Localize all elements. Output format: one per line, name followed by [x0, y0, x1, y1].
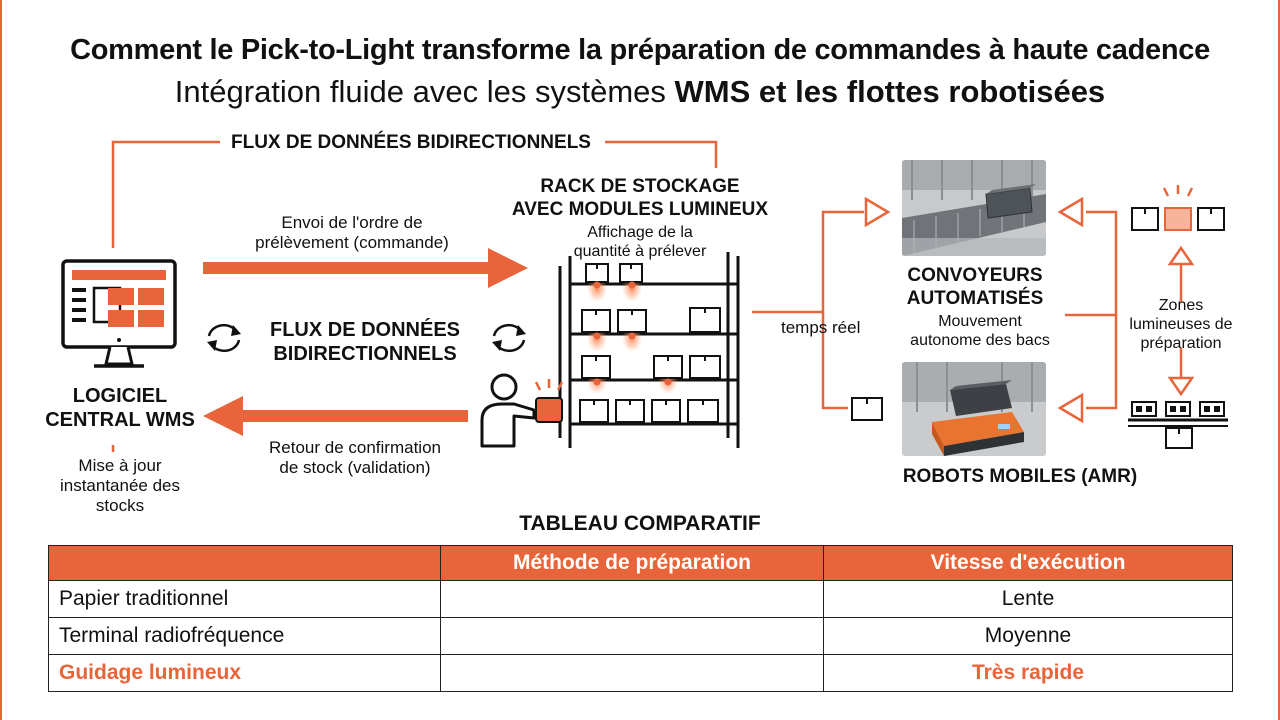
amr-photo	[902, 362, 1046, 456]
top-flow-line-left	[111, 140, 220, 248]
comparison-table: Méthode de préparation Vitesse d'exécuti…	[48, 545, 1233, 692]
conveyor-photo	[902, 160, 1046, 256]
arrow-from-zone-to-amr	[1057, 392, 1084, 424]
light-module-icon	[1128, 401, 1228, 449]
zone-link-conveyor	[1065, 210, 1118, 317]
table-header-row: Méthode de préparation Vitesse d'exécuti…	[48, 545, 1233, 581]
header-cell: Méthode de préparation	[440, 545, 824, 581]
table-cell	[440, 580, 824, 618]
light-module-icon	[1131, 185, 1225, 231]
table-cell: Moyenne	[823, 617, 1233, 655]
table-row-highlight: Guidage lumineux Très rapide	[48, 654, 1233, 692]
table-cell: Guidage lumineux	[48, 654, 441, 692]
amr-label: ROBOTS MOBILES (AMR)	[902, 466, 1138, 487]
zone-link-amr	[1086, 315, 1118, 410]
operator-icon	[480, 373, 564, 448]
conveyor-link-line	[752, 210, 864, 314]
arrow-to-conveyor	[864, 196, 891, 228]
table-cell: Lente	[823, 580, 1233, 618]
arrow-from-zone-to-conveyor	[1057, 196, 1084, 228]
send-order-arrow	[203, 248, 528, 288]
sync-icon	[492, 323, 526, 353]
header-cell	[48, 545, 441, 581]
table-cell: Papier traditionnel	[48, 580, 441, 618]
realtime-label: temps réel	[781, 318, 861, 337]
right-border	[1278, 0, 1280, 720]
zone-down-arrow	[1167, 376, 1195, 397]
table-cell: Très rapide	[823, 654, 1233, 692]
top-flow-line-right	[605, 140, 718, 168]
page-subtitle: Intégration fluide avec les systèmes WMS…	[0, 74, 1280, 110]
box-icon	[851, 397, 883, 421]
subtitle-part-1: Intégration fluide avec les systèmes	[174, 74, 666, 109]
monitor-icon	[61, 259, 177, 368]
table-title: TABLEAU COMPARATIF	[519, 512, 761, 535]
table-cell: Terminal radiofréquence	[48, 617, 441, 655]
sync-icon	[207, 323, 241, 353]
subtitle-part-3: et les flottes robotisées	[758, 74, 1106, 109]
left-border	[0, 0, 2, 720]
page-title: Comment le Pick-to-Light transforme la p…	[70, 34, 1210, 66]
header-cell: Vitesse d'exécution	[823, 545, 1233, 581]
shelf-icon	[558, 252, 740, 448]
table-cell	[440, 654, 824, 692]
table-row: Terminal radiofréquence Moyenne	[48, 617, 1233, 655]
return-arrow	[203, 396, 468, 436]
zone-up-arrow	[1167, 245, 1195, 266]
table-cell	[440, 617, 824, 655]
subtitle-part-2: WMS	[674, 74, 751, 109]
amr-link-line	[821, 312, 848, 410]
table-row: Papier traditionnel Lente	[48, 580, 1233, 618]
top-flow-label: FLUX DE DONNÉES BIDIRECTIONNELS	[231, 132, 591, 153]
